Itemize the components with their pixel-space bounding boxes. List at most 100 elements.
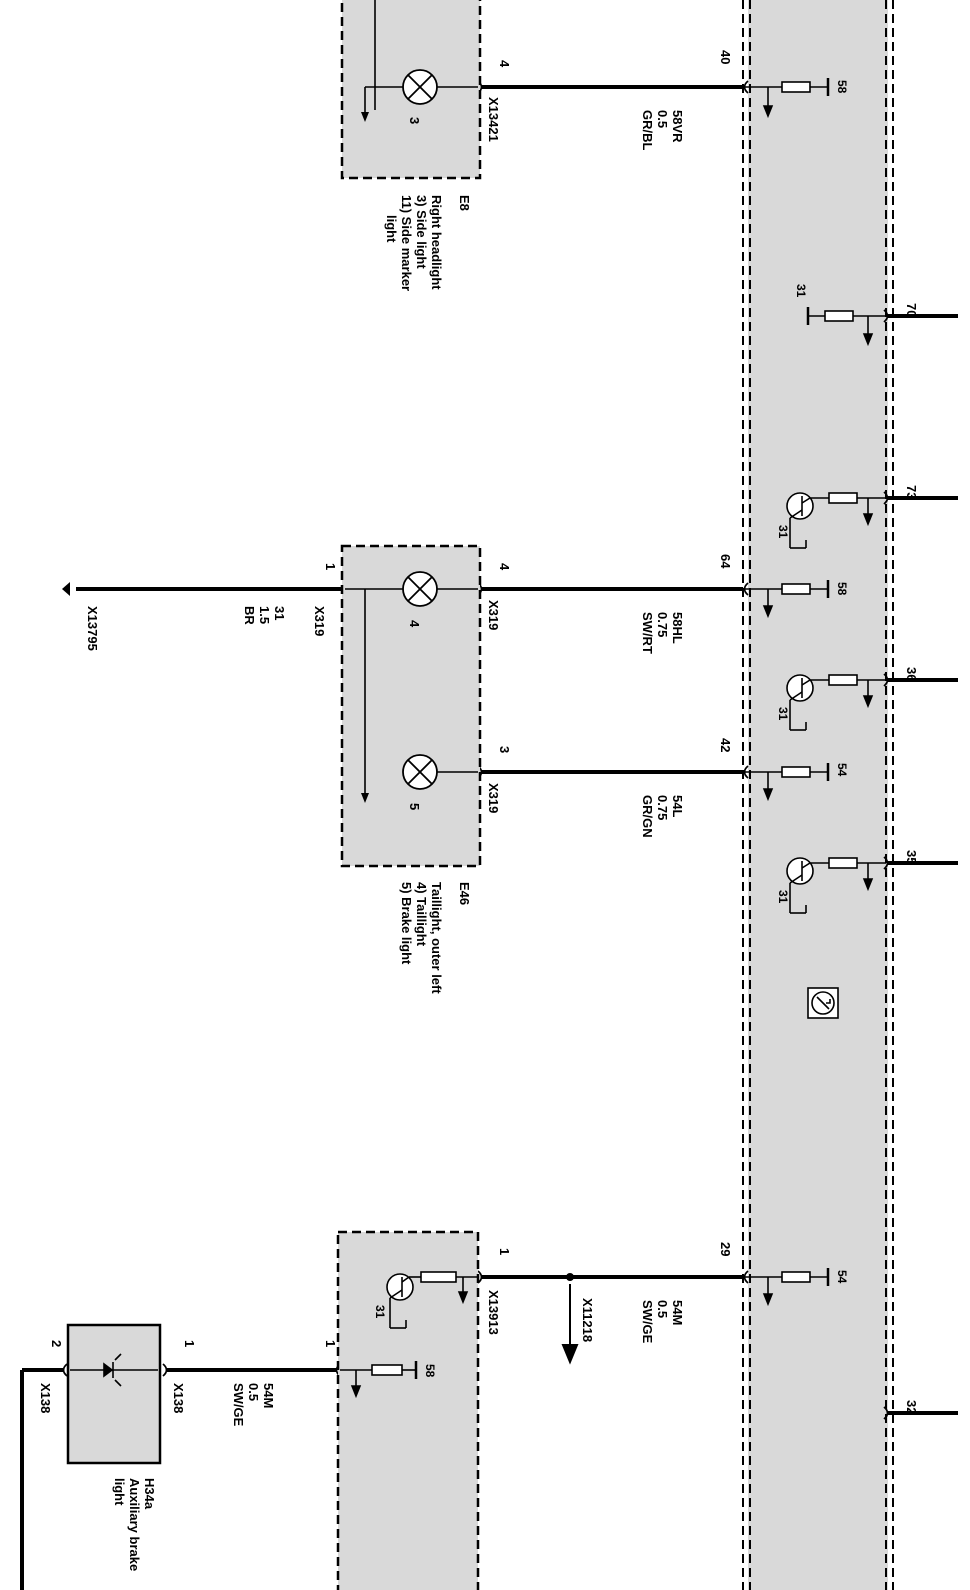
internal-transistor-73 (786, 492, 886, 549)
e46-ground-pin: 1 (323, 563, 338, 570)
h34a-pin-b: 2 (49, 1340, 64, 1347)
h34a-id: H34a (142, 1478, 157, 1510)
wire-64-signal: 58HL (670, 612, 685, 644)
internal-t31-a: 31 (776, 525, 790, 539)
wire-29-color: SW/GE (640, 1300, 655, 1344)
wire-29-spec: 54M 0.5 SW/GE (640, 1300, 685, 1344)
e8-id: E8 (457, 195, 472, 211)
pin-29-label: 29 (718, 1242, 733, 1256)
third-box-transistor-icon (386, 1273, 414, 1301)
internal-t31-c: 31 (776, 890, 790, 904)
pin-42-label: 42 (718, 738, 733, 752)
e8-line3: 11) Side marker (399, 195, 414, 291)
wire-40-size: 0.5 (655, 110, 670, 128)
pin-32-label: 32 (904, 1400, 919, 1414)
wire-42-signal: 54L (670, 795, 685, 817)
internal-54-b: 54 (835, 1270, 849, 1284)
wire-h-spec: 54M 0.5 SW/GE (231, 1383, 276, 1427)
h34a-line1: Auxiliary brake (127, 1478, 142, 1571)
e8-line2: 3) Side light (414, 195, 429, 269)
internal-58-b: 58 (835, 582, 849, 596)
wire-h-color: SW/GE (231, 1383, 246, 1427)
wire-h-signal: 54M (261, 1383, 276, 1408)
internal-transistor-36 (786, 674, 886, 731)
internal-resistor-64 (745, 580, 830, 619)
e8-connector: X13421 (486, 97, 501, 142)
internal-resistor-42 (745, 763, 830, 802)
internal-resistor-70 (806, 307, 886, 347)
h34a-caption: H34a Auxiliary brake light (112, 1478, 157, 1571)
third-box-pin-bottom: 1 (323, 1340, 338, 1347)
electronic-module-icon (807, 987, 839, 1019)
e46-id: E46 (457, 882, 472, 905)
third-box-transistor-31: 31 (373, 1305, 387, 1319)
main-wires (76, 85, 743, 1372)
ground-symbol (62, 582, 70, 596)
internal-31: 31 (794, 284, 808, 298)
wire-ground-size: 1.5 (257, 606, 272, 624)
wire-40-color: GR/BL (640, 110, 655, 151)
e46-line2: 4) Taillight (414, 882, 429, 947)
e46-line3: 5) Brake light (399, 882, 414, 965)
wire-42-color: GR/GN (640, 795, 655, 838)
e46-box (340, 544, 482, 868)
e46-ground-connector: X319 (312, 606, 327, 636)
wire-h-size: 0.5 (246, 1383, 261, 1401)
e46-connector-a: X319 (486, 600, 501, 630)
e8-line4: light (384, 215, 399, 243)
e8-line1: Right headlight (429, 195, 444, 290)
wire-40-spec: 58VR 0.5 GR/BL (640, 110, 685, 151)
e46-caption: E46 Taillight, outer left 4) Taillight 5… (399, 882, 472, 994)
e46-connector-b: X319 (486, 783, 501, 813)
e8-plug-pin: 4 (497, 60, 512, 68)
e46-lamp-pin-b: 5 (407, 803, 422, 810)
h34a-connector-b: X138 (38, 1383, 53, 1413)
h34a-box (66, 1323, 162, 1465)
pin-73-label: 73 (904, 485, 919, 499)
e46-plug-pin-b: 3 (497, 746, 512, 753)
right-stub-wires (888, 314, 958, 1415)
third-box-resistor-58: 58 (423, 1364, 437, 1378)
e46-plug-pin-a: 4 (497, 563, 512, 571)
pin-40-label: 40 (718, 50, 733, 64)
connector-arcs (62, 80, 889, 1420)
h34a-ground-wire (20, 1368, 64, 1590)
internal-resistor-40 (745, 78, 830, 119)
wire-42-spec: 54L 0.75 GR/GN (640, 795, 685, 838)
h34a-diode-icon (103, 1353, 122, 1387)
wire-29-signal: 54M (670, 1300, 685, 1325)
h34a-pin-a: 1 (182, 1340, 197, 1347)
splice-label: X11218 (580, 1298, 595, 1342)
third-box-pin-top: 1 (497, 1248, 512, 1255)
wire-42-size: 0.75 (655, 795, 670, 820)
third-box (336, 1230, 480, 1590)
internal-58-a: 58 (835, 80, 849, 94)
e8-caption: E8 Right headlight 3) Side light 11) Sid… (384, 195, 472, 291)
pin-36-label: 36 (904, 667, 919, 681)
wire-64-color: SW/RT (640, 612, 655, 654)
e46-lamp-pin-a: 4 (407, 620, 422, 628)
third-box-connector: X13913 (486, 1290, 501, 1335)
wire-ground-signal: 31 (272, 606, 287, 620)
module-pin-labels: 70 73 36 35 32 (904, 303, 919, 1414)
splice-x11218 (561, 1273, 579, 1365)
e8-lamp-pin: 3 (407, 117, 422, 124)
internal-54-a: 54 (835, 763, 849, 777)
h34a-connector-a: X138 (171, 1383, 186, 1413)
wire-ground-color: BR (242, 606, 257, 625)
wire-64-size: 0.75 (655, 612, 670, 637)
pin-70-label: 70 (904, 303, 919, 317)
wire-29-size: 0.5 (655, 1300, 670, 1318)
wire-ground-spec: 31 1.5 BR X13795 (85, 606, 287, 651)
h34a-line2: light (112, 1478, 127, 1506)
pin-64-label: 64 (718, 554, 733, 569)
pin-35-label: 35 (904, 850, 919, 864)
ground-ref-label: X13795 (85, 606, 100, 651)
wire-40-signal: 58VR (670, 110, 685, 143)
internal-t31-b: 31 (776, 707, 790, 721)
internal-transistor-35 (786, 857, 886, 914)
e8-box (340, 0, 482, 180)
wire-64-spec: 58HL 0.75 SW/RT (640, 612, 685, 654)
internal-resistor-29 (745, 1268, 830, 1307)
